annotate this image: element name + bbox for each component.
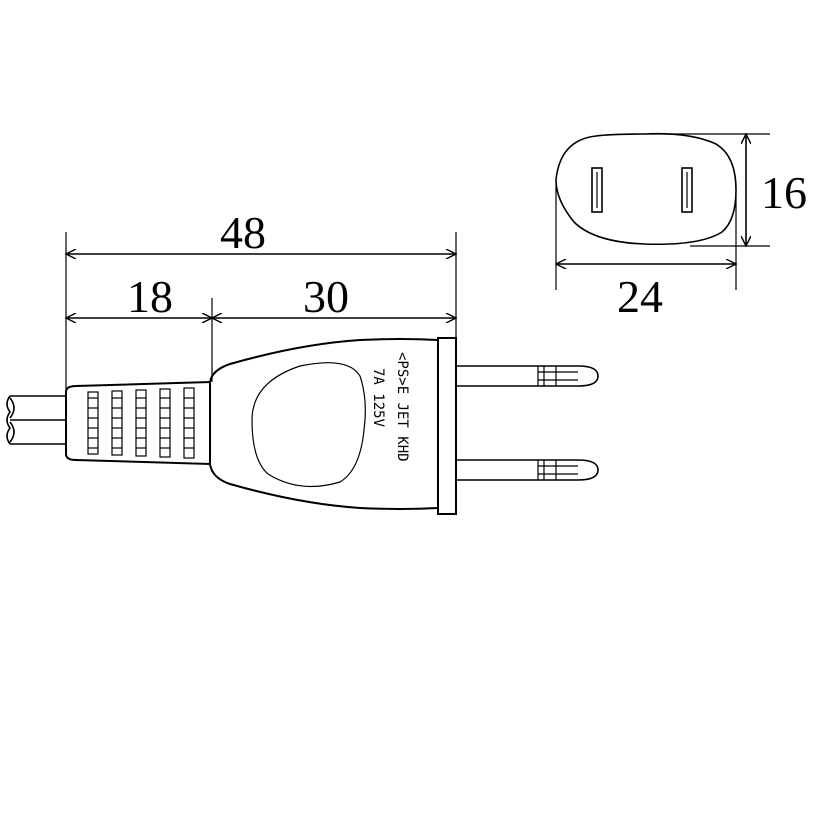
dimension-16-label: 16: [761, 167, 807, 218]
strain-relief: [65, 380, 211, 466]
plug-face-view: [555, 132, 737, 246]
strain-relief-rib: [111, 390, 123, 456]
prong-top: [456, 365, 599, 387]
dimension-face-width: 24: [556, 182, 736, 322]
dimension-total-length: 48: [66, 207, 456, 392]
strain-relief-rib: [159, 388, 171, 458]
prong-bottom: [456, 459, 599, 481]
dimension-18-label: 18: [127, 271, 173, 322]
face-plate: [437, 337, 457, 515]
slot-right: [681, 167, 693, 213]
strain-relief-rib: [183, 387, 195, 459]
dimension-cord-section: 18: [66, 271, 212, 382]
dimension-24-label: 24: [617, 271, 663, 322]
dimension-30-label: 30: [303, 271, 349, 322]
strain-relief-rib: [135, 389, 147, 457]
plug-body: <PS>E JET KHD 7A 125V: [209, 338, 439, 510]
dimension-face-height: 16: [650, 134, 807, 246]
cord: [6, 395, 66, 445]
marking-line-1: <PS>E JET KHD: [394, 352, 410, 462]
strain-relief-rib: [87, 391, 99, 455]
dimension-plug-section: 30: [212, 271, 456, 322]
marking-line-2: 7A 125V: [370, 368, 386, 428]
dimension-48-label: 48: [220, 207, 266, 258]
slot-left: [591, 167, 603, 213]
